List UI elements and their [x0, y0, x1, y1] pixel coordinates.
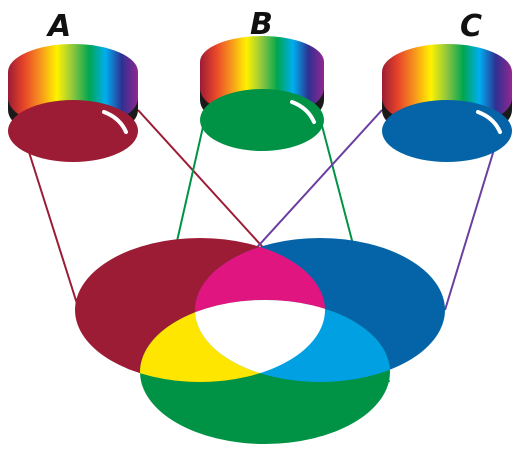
projector-a [8, 44, 138, 162]
projector-b-lens [200, 89, 324, 151]
projector-a-lens [8, 100, 138, 162]
projector-b-top [200, 36, 324, 88]
projector-a-top [8, 44, 138, 100]
projector-c-highlight [476, 110, 502, 134]
projector-c-lens [382, 100, 512, 162]
beam-a-left [21, 129, 80, 311]
label-a: A [46, 9, 71, 44]
projector-c [382, 44, 512, 162]
label-b: B [250, 7, 273, 42]
projector-c-top [382, 44, 512, 100]
beam-c-right [444, 129, 501, 311]
label-c: C [460, 9, 482, 44]
projector-b-highlight [290, 100, 316, 124]
color-overlap [75, 238, 445, 444]
projector-a-highlight [102, 110, 128, 134]
projector-b [200, 36, 324, 151]
